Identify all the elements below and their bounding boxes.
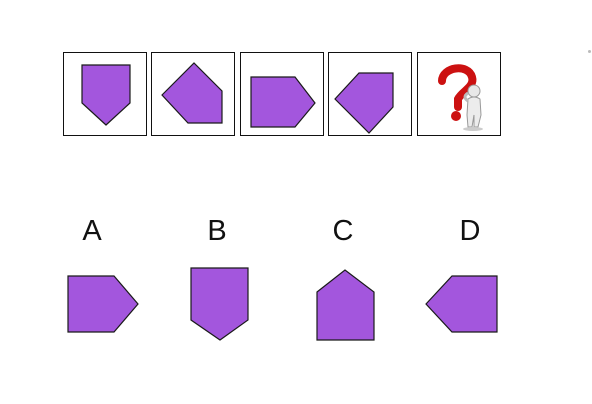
sequence-cell-1: [63, 52, 147, 136]
pentagon-left-icon: [425, 275, 498, 333]
option-c-label: C: [332, 215, 354, 247]
option-d-label: D: [459, 215, 481, 247]
sequence-cell-5: [417, 52, 501, 136]
option-c-shape[interactable]: [308, 262, 388, 346]
sequence-cell-3: [240, 52, 324, 136]
sequence-cell-4: [328, 52, 412, 136]
pentagon-down-icon: [81, 64, 131, 126]
pentagon-down-left-icon: [334, 72, 394, 134]
option-b-shape[interactable]: [182, 262, 262, 346]
stray-dot: [588, 50, 591, 53]
option-d-shape[interactable]: [422, 262, 502, 346]
pentagon-right-icon: [250, 76, 316, 128]
pentagon-up-left-icon: [161, 62, 223, 124]
option-a-label: A: [82, 215, 102, 247]
option-a-shape[interactable]: [62, 262, 142, 346]
option-b-label: B: [207, 215, 227, 247]
pentagon-up-icon: [316, 269, 375, 341]
pentagon-right-icon: [67, 275, 139, 333]
pentagon-down-icon: [190, 267, 249, 341]
sequence-cell-2: [151, 52, 235, 136]
question-figure-icon: [438, 64, 483, 131]
